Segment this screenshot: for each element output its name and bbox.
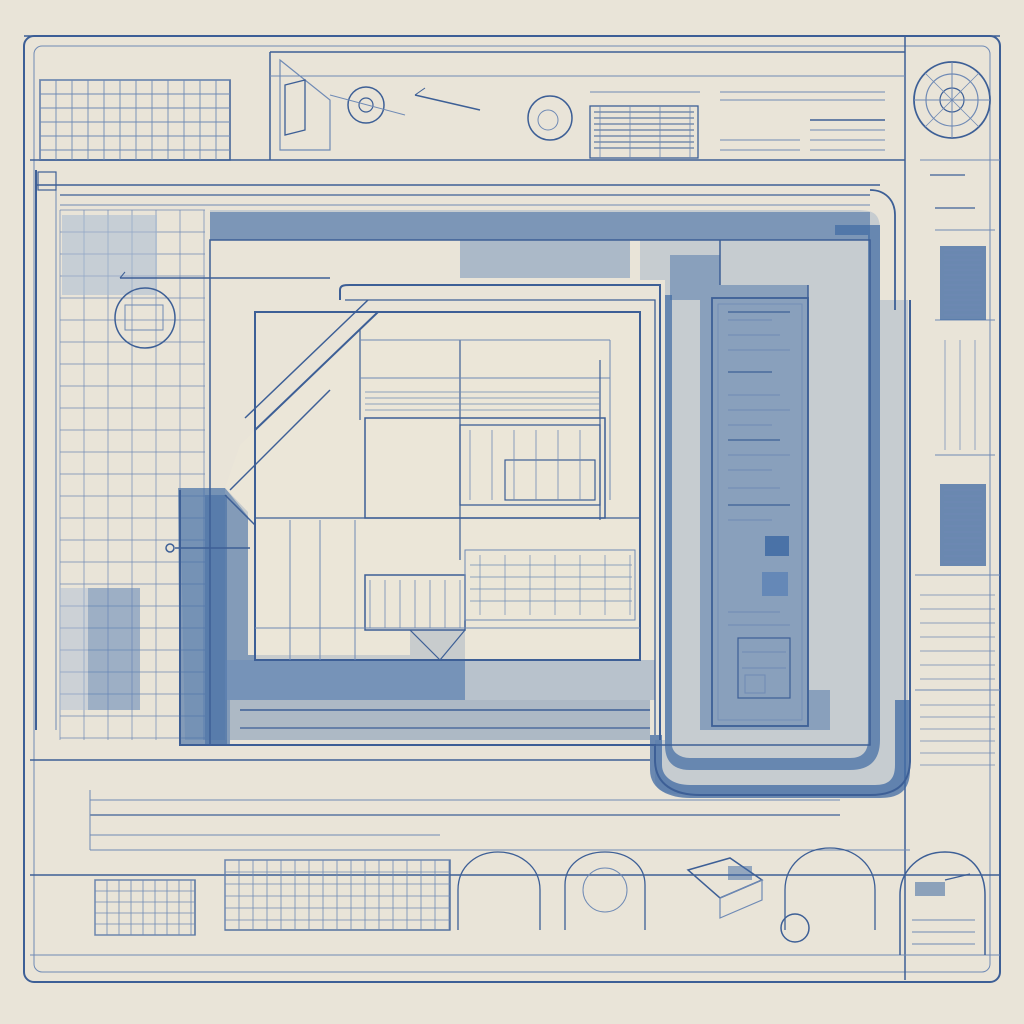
hatch-lines	[920, 249, 995, 766]
left-margin-lines	[35, 170, 880, 730]
right-side-panel	[915, 159, 1000, 691]
main-building-walls	[60, 189, 911, 798]
grid-lines	[94, 859, 450, 936]
legend-note-lines	[728, 311, 790, 626]
top-sketch-details	[279, 58, 885, 159]
outer-frame	[23, 35, 1001, 983]
grid-lines	[39, 79, 230, 160]
main-building-outlines	[119, 239, 871, 746]
left-fill-blocks	[60, 215, 176, 710]
legend-swatch	[762, 536, 789, 596]
central-floor-plan	[224, 299, 641, 661]
bottom-details	[457, 847, 986, 955]
hatch-lines	[594, 106, 694, 158]
compass-rose-icon	[913, 61, 991, 139]
bottom-annotation-lines	[30, 759, 1000, 956]
legend-panel	[711, 297, 809, 727]
hatch-lines	[365, 391, 632, 628]
legend-detail-sketch	[737, 637, 791, 699]
